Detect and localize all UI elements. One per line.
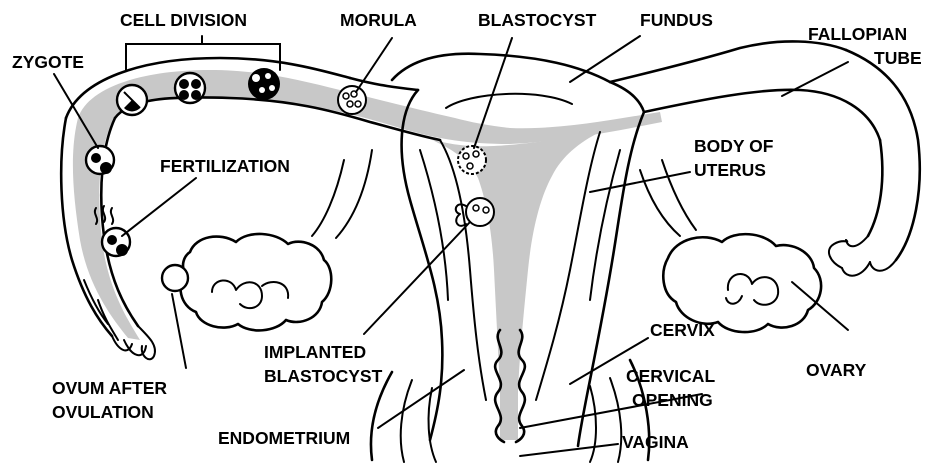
ovum-after-ovulation xyxy=(162,265,188,291)
label-ovum-after-ovulation-2: OVULATION xyxy=(52,402,154,422)
label-fertilization: FERTILIZATION xyxy=(160,156,290,176)
label-endometrium: ENDOMETRIUM xyxy=(218,428,350,448)
cell-division-2cell xyxy=(117,85,147,115)
label-cervical-opening-1: CERVICAL xyxy=(626,366,715,386)
label-ovary: OVARY xyxy=(806,360,867,380)
label-fallopian-tube-1: FALLOPIAN xyxy=(808,24,907,44)
label-vagina: VAGINA xyxy=(622,432,689,452)
label-cervix: CERVIX xyxy=(650,320,715,340)
right-ovary xyxy=(663,234,821,332)
label-body-of-uterus-2: UTERUS xyxy=(694,160,766,180)
label-morula: MORULA xyxy=(340,10,417,30)
cell-division-4cell xyxy=(175,73,205,103)
label-cell-division: CELL DIVISION xyxy=(120,10,247,30)
label-zygote: ZYGOTE xyxy=(12,52,84,72)
morula-cell xyxy=(338,86,366,114)
right-fallopian-tube xyxy=(610,41,920,275)
left-ovary xyxy=(181,234,332,330)
label-fallopian-tube-2: TUBE xyxy=(874,48,922,68)
label-ovum-after-ovulation-1: OVUM AFTER xyxy=(52,378,167,398)
label-implanted-blastocyst-2: BLASTOCYST xyxy=(264,366,383,386)
label-cervical-opening-2: OPENING xyxy=(632,390,713,410)
blastocyst-cell xyxy=(458,146,486,174)
uterine-cavity xyxy=(432,132,600,440)
label-implanted-blastocyst-1: IMPLANTED xyxy=(264,342,366,362)
label-blastocyst: BLASTOCYST xyxy=(478,10,597,30)
label-body-of-uterus-1: BODY OF xyxy=(694,136,774,156)
zygote-cell xyxy=(86,146,114,174)
label-fundus: FUNDUS xyxy=(640,10,713,30)
cell-division-8cell xyxy=(248,68,280,100)
